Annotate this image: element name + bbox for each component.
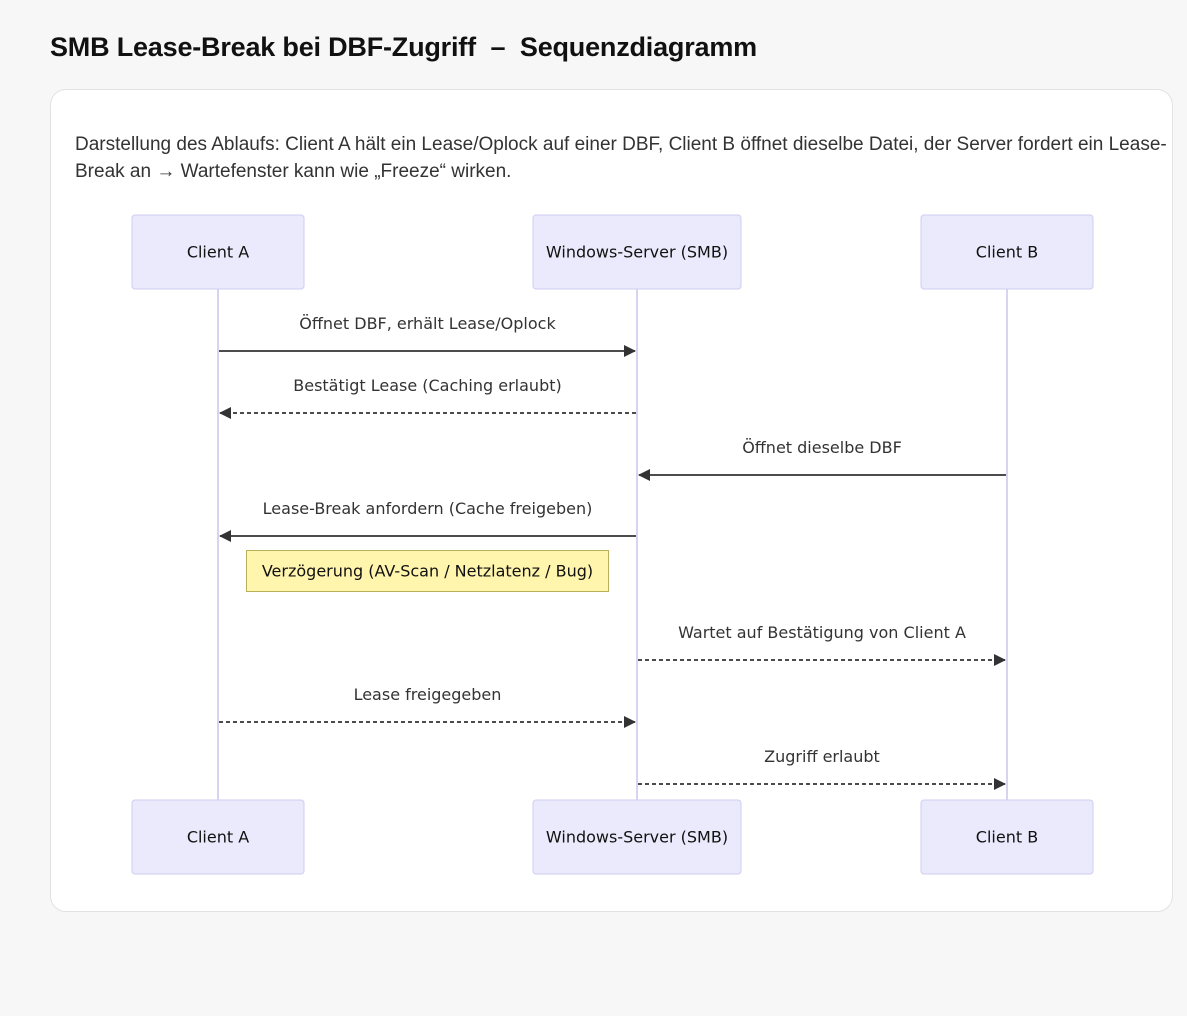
participant-label: Windows-Server (SMB)	[546, 243, 728, 262]
participants-bottom: Client A Windows-Server (SMB) Client B	[131, 799, 1094, 875]
message-label: Wartet auf Bestätigung von Client A	[678, 623, 966, 642]
message-6: Lease freigegeben	[219, 685, 636, 728]
participant-client-a-top: Client A	[131, 214, 305, 290]
participant-box	[532, 214, 742, 290]
participant-windows-server-smb-bottom: Windows-Server (SMB)	[532, 799, 742, 875]
participants-top: Client A Windows-Server (SMB) Client B	[131, 214, 1094, 290]
messages: Öffnet DBF, erhält Lease/OplockBestätigt…	[219, 314, 1006, 790]
participant-client-b-top: Client B	[920, 214, 1094, 290]
participant-box	[131, 214, 305, 290]
message-5: Wartet auf Bestätigung von Client A	[638, 623, 1006, 666]
participant-label: Client B	[976, 243, 1038, 262]
participant-client-a-bottom: Client A	[131, 799, 305, 875]
participant-box	[920, 214, 1094, 290]
participant-box	[532, 799, 742, 875]
participant-box	[131, 799, 305, 875]
participant-windows-server-smb-top: Windows-Server (SMB)	[532, 214, 742, 290]
delay-note: Verzögerung (AV-Scan / Netzlatenz / Bug)	[246, 550, 609, 592]
message-1: Öffnet DBF, erhält Lease/Oplock	[219, 314, 636, 357]
note-box	[246, 550, 609, 592]
message-4: Lease-Break anfordern (Cache freigeben)	[219, 499, 636, 542]
message-2: Bestätigt Lease (Caching erlaubt)	[219, 376, 636, 419]
diagram-description: Darstellung des Ablaufs: Client A hält e…	[75, 134, 1167, 182]
message-label: Öffnet dieselbe DBF	[742, 438, 902, 457]
message-label: Lease freigegeben	[354, 685, 502, 704]
message-label: Bestätigt Lease (Caching erlaubt)	[293, 376, 561, 395]
participant-label: Client A	[187, 243, 249, 262]
participant-label: Client A	[187, 828, 249, 847]
page-title: SMB Lease-Break bei DBF-Zugriff – Sequen…	[50, 32, 757, 62]
notes: Verzögerung (AV-Scan / Netzlatenz / Bug)	[246, 550, 609, 592]
message-3: Öffnet dieselbe DBF	[638, 438, 1006, 481]
note-label: Verzögerung (AV-Scan / Netzlatenz / Bug)	[262, 562, 593, 581]
participant-client-b-bottom: Client B	[920, 799, 1094, 875]
message-label: Lease-Break anfordern (Cache freigeben)	[263, 499, 593, 518]
participant-label: Windows-Server (SMB)	[546, 828, 728, 847]
message-7: Zugriff erlaubt	[638, 747, 1006, 790]
participant-label: Client B	[976, 828, 1038, 847]
lifelines	[217, 289, 1008, 800]
message-label: Öffnet DBF, erhält Lease/Oplock	[299, 314, 556, 333]
message-label: Zugriff erlaubt	[764, 747, 880, 766]
participant-box	[920, 799, 1094, 875]
